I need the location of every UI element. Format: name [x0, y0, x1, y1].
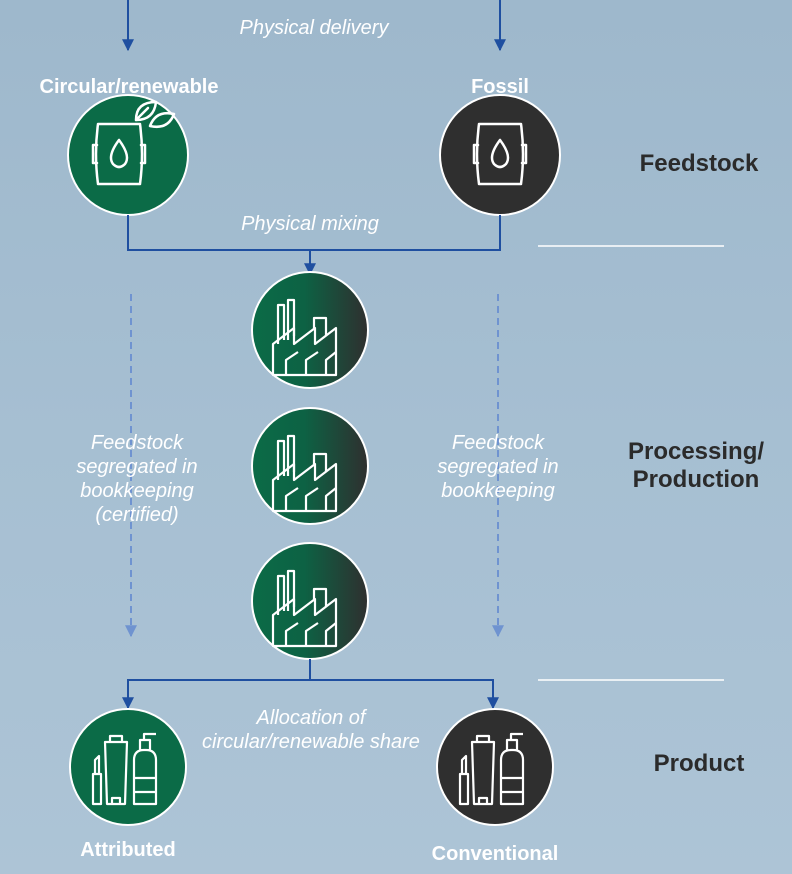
barrel-leaf-icon [91, 100, 176, 186]
left-bookkeeping-note: Feedstock segregated in bookkeeping (cer… [76, 432, 198, 526]
right-bookkeeping-note: Feedstock segregated in bookkeeping [437, 432, 559, 502]
physical-mixing-label: Physical mixing [241, 213, 379, 235]
conventional-label: Conventional [431, 843, 559, 865]
factory-icon [271, 569, 338, 648]
circular-renewable-label: Circular/renewable [39, 76, 219, 98]
mixing-connector [127, 215, 501, 251]
factory-circle-2 [251, 407, 369, 525]
stage-processing-label: Processing/ Production [627, 438, 765, 493]
barrel-drop-icon [472, 122, 528, 186]
conventional-product-circle [436, 708, 554, 826]
attributed-product-circle [69, 708, 187, 826]
factory-icon [271, 434, 338, 513]
factory-icon [271, 298, 338, 377]
stage-product-label: Product [653, 750, 745, 777]
cosmetics-icon [91, 732, 158, 806]
physical-delivery-label: Physical delivery [239, 17, 389, 39]
fossil-label: Fossil [471, 76, 529, 98]
product-split-connector [127, 679, 494, 704]
factory-circle-1 [251, 271, 369, 389]
cosmetics-icon [458, 732, 525, 806]
fossil-feedstock-circle [439, 94, 561, 216]
factory-circle-3 [251, 542, 369, 660]
allocation-label: Allocation of circular/renewable share [202, 707, 420, 753]
attributed-label: Attributed [80, 839, 176, 861]
stage-feedstock-label: Feedstock [639, 150, 759, 177]
circular-feedstock-circle [67, 94, 189, 216]
